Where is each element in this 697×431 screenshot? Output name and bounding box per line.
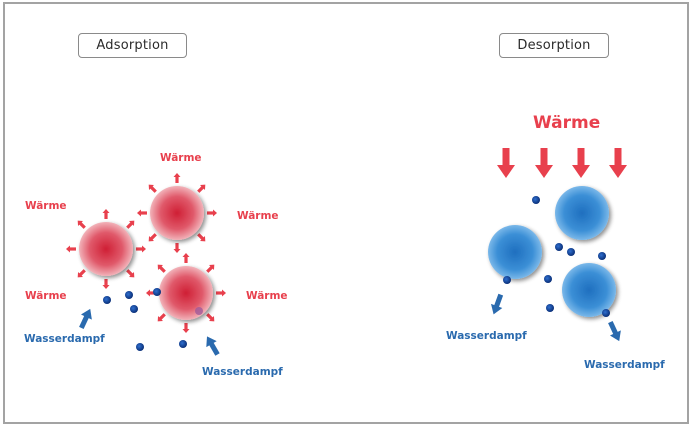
adsorbent-particle-1 bbox=[79, 222, 133, 276]
vapor-label: Wasserdampf bbox=[584, 359, 665, 371]
water-molecules-right bbox=[503, 196, 610, 317]
water-molecule-icon bbox=[546, 304, 554, 312]
heat-ray-icon bbox=[182, 253, 190, 263]
adsorbent-particle-3 bbox=[159, 266, 213, 320]
heat-ray-icon bbox=[124, 267, 137, 280]
heat-ray-icon bbox=[146, 231, 159, 244]
heat-ray-icon bbox=[146, 182, 159, 195]
adsorbent-particle-2 bbox=[150, 186, 204, 240]
heat-ray-icon bbox=[75, 218, 88, 231]
heat-ray-icon bbox=[207, 209, 217, 217]
heat-label: Wärme bbox=[237, 210, 279, 222]
heat-label: Wärme bbox=[246, 290, 288, 302]
water-molecules-left bbox=[103, 288, 187, 351]
heat-ray-icon bbox=[173, 173, 181, 183]
heat-ray-icon bbox=[155, 262, 168, 275]
heat-label: Wärme bbox=[160, 152, 202, 164]
heat-ray-icon bbox=[137, 209, 147, 217]
heat-ray-icon bbox=[136, 245, 146, 253]
vapor-arrow-icon bbox=[491, 293, 504, 315]
heat-ray-icon bbox=[66, 245, 76, 253]
water-molecule-icon bbox=[567, 248, 575, 256]
adsorbent-particle-4 bbox=[555, 186, 609, 240]
arrow-down-icon bbox=[609, 148, 627, 178]
heat-ray-icon bbox=[195, 182, 208, 195]
heat-ray-icon bbox=[155, 311, 168, 324]
water-molecule-icon bbox=[532, 196, 540, 204]
water-molecule-icon bbox=[544, 275, 552, 283]
arrow-down-icon bbox=[572, 148, 590, 178]
heat-label-large: Wärme bbox=[533, 113, 601, 133]
vapor-arrow-icon bbox=[206, 336, 220, 356]
desorption-title: Desorption bbox=[499, 33, 609, 58]
vapor-arrow-icon bbox=[79, 308, 92, 330]
heat-label: Wärme bbox=[25, 290, 67, 302]
heat-ray-icon bbox=[124, 218, 137, 231]
heat-ray-icon bbox=[182, 323, 190, 333]
vapor-arrow-icon bbox=[608, 320, 621, 342]
water-molecule-icon bbox=[179, 340, 187, 348]
heat-ray-icon bbox=[204, 262, 217, 275]
water-molecule-icon bbox=[598, 252, 606, 260]
vapor-label: Wasserdampf bbox=[24, 333, 105, 345]
vapor-label: Wasserdampf bbox=[446, 330, 527, 342]
water-molecule-icon bbox=[103, 296, 111, 304]
heat-ray-icon bbox=[102, 279, 110, 289]
heat-ray-icon bbox=[75, 267, 88, 280]
adsorbent-particle-6 bbox=[562, 263, 616, 317]
water-molecule-icon bbox=[136, 343, 144, 351]
vapor-label: Wasserdampf bbox=[202, 366, 283, 378]
arrow-down-icon bbox=[535, 148, 553, 178]
adsorbent-particle-5 bbox=[488, 225, 542, 279]
water-molecule-icon bbox=[130, 305, 138, 313]
arrow-down-icon bbox=[497, 148, 515, 178]
water-molecule-icon bbox=[602, 309, 610, 317]
heat-ray-icon bbox=[204, 311, 217, 324]
heat-arrows bbox=[497, 148, 627, 178]
heat-label: Wärme bbox=[25, 200, 67, 212]
water-molecule-icon bbox=[555, 243, 563, 251]
adsorption-title: Adsorption bbox=[78, 33, 187, 58]
adsorbed-molecule bbox=[195, 307, 203, 315]
water-molecule-icon bbox=[153, 288, 161, 296]
water-molecule-icon bbox=[503, 276, 511, 284]
water-molecule-icon bbox=[125, 291, 133, 299]
heat-ray-icon bbox=[102, 209, 110, 219]
heat-ray-icon bbox=[173, 243, 181, 253]
heat-ray-icon bbox=[195, 231, 208, 244]
heat-ray-icon bbox=[216, 289, 226, 297]
